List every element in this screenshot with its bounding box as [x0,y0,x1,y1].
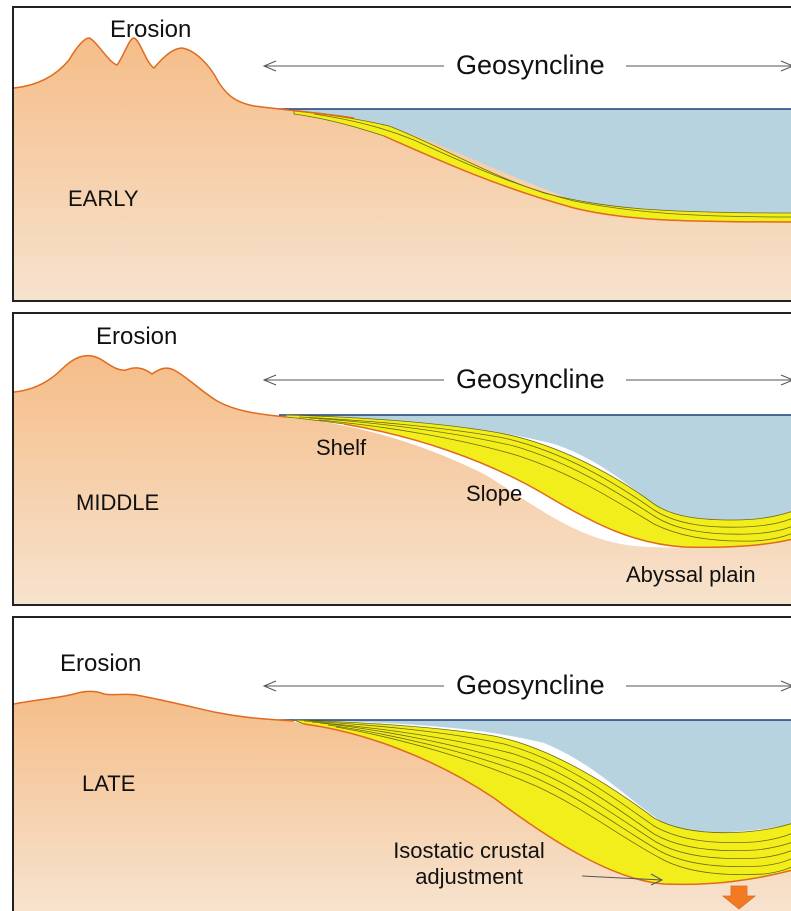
erosion-label: Erosion [110,18,191,42]
panel-middle: Erosion Geosyncline MIDDLE Shelf Slope A… [12,312,791,606]
geosyncline-label: Geosyncline [450,52,611,79]
stage-label: MIDDLE [76,492,159,514]
stage-label: EARLY [68,188,139,210]
slope-label: Slope [466,483,522,505]
isostatic-adjustment-label: Isostatic crustal adjustment [369,838,569,890]
geosyncline-label: Geosyncline [450,366,611,393]
shelf-label: Shelf [316,437,366,459]
panel-late: Erosion Geosyncline LATE Isostatic crust… [12,616,791,911]
geosyncline-label: Geosyncline [450,672,611,699]
erosion-label: Erosion [60,652,141,676]
erosion-label: Erosion [96,325,177,349]
isostatic-label-line-1: Isostatic crustal [369,838,569,864]
panel-early: Erosion Geosyncline EARLY [12,6,791,302]
abyssal-plain-label: Abyssal plain [626,564,756,586]
isostatic-label-line-2: adjustment [369,864,569,890]
stage-label: LATE [82,773,135,795]
cross-section-early [14,8,791,302]
